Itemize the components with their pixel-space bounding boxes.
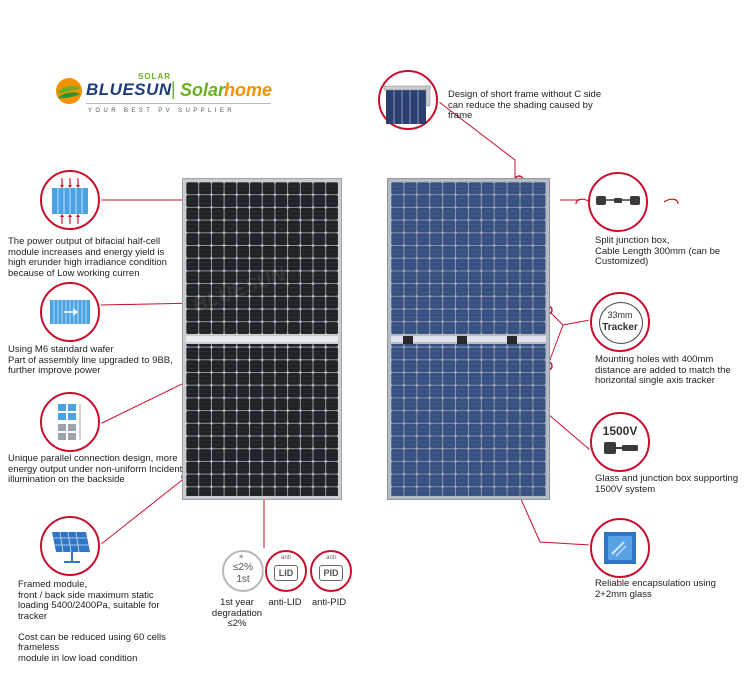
brand-underline [86, 103, 271, 104]
left-feature-3-text: Unique parallel connection design, more … [8, 453, 183, 485]
anti-lid-badge: anti LID [265, 550, 307, 592]
brand-header: SOLAR BLUESUN | Solar home YOUR BEST PV … [52, 68, 282, 120]
left-feature-2-circle [40, 282, 100, 342]
anti-pid-icon: PID [319, 565, 343, 581]
left-feature-3-circle [40, 392, 100, 452]
left-feature-2-text: Using M6 standard wafer Part of assembly… [8, 344, 173, 376]
framed-module-icon [52, 531, 90, 563]
degradation-bottom: 1st [236, 574, 250, 585]
left-feature-1-circle [40, 170, 100, 230]
right-feature-3-text: Mounting holes with 400mm distance are a… [595, 354, 731, 386]
1500v-connector-icon [604, 442, 638, 454]
wafer-cell-icon [50, 300, 90, 324]
tracker-badge-label: Tracker [602, 322, 638, 333]
bluesun-logo-icon [56, 78, 82, 104]
tracker-badge-value: 33mm [607, 310, 633, 320]
partner-suffix: home [224, 80, 273, 100]
left-feature-1-text: The power output of bifacial half-cell m… [8, 236, 167, 279]
right-feature-2-circle [588, 172, 648, 232]
degradation-caption: 1st year degradation ≤2% [211, 597, 263, 629]
back-panel [387, 178, 550, 500]
right-feature-4-circle: 1500V [590, 412, 650, 472]
left-feature-4-text: Framed module, front / back side maximum… [18, 579, 166, 664]
glass-encapsulation-icon [604, 532, 636, 564]
anti-lid-small: anti [281, 555, 291, 561]
left-feature-4-circle [40, 516, 100, 576]
right-feature-1-text: Design of short frame without C side can… [448, 89, 602, 121]
right-feature-2-text: Split junction box, Cable Length 300mm (… [595, 235, 721, 267]
brand-sup: SOLAR [138, 72, 171, 81]
brand-tagline: YOUR BEST PV SUPPLIER [88, 108, 235, 114]
tracker-icon [599, 302, 643, 344]
degradation-top: ≤2% [233, 562, 253, 573]
right-feature-1-circle [378, 70, 438, 130]
right-feature-3-circle: 33mm Tracker [590, 292, 650, 352]
brand-divider: | [171, 79, 176, 99]
1500v-badge-value: 1500V [602, 424, 638, 438]
brand-name: BLUESUN [86, 80, 172, 99]
front-panel: BLUESUN [182, 178, 342, 500]
bifacial-cell-icon [52, 178, 88, 224]
right-feature-4-text: Glass and junction box supporting 1500V … [595, 473, 739, 495]
right-feature-5-text: Reliable encapsulation using 2+2mm glass [595, 578, 716, 600]
degradation-badge: ☀ ≤2% 1st [222, 550, 264, 592]
anti-pid-badge: anti PID [310, 550, 352, 592]
anti-pid-small: anti [326, 555, 336, 561]
partner-prefix: Solar [180, 80, 226, 100]
anti-lid-caption: anti-LID [268, 597, 302, 608]
anti-pid-caption: anti-PID [311, 597, 347, 608]
parallel-connection-icon [58, 404, 81, 440]
front-panel-cells [186, 182, 338, 496]
right-feature-5-circle [590, 518, 650, 578]
back-panel-cells [391, 182, 546, 496]
anti-lid-icon: LID [274, 565, 298, 581]
short-frame-icon [383, 85, 431, 124]
junction-box-icon [596, 196, 640, 205]
junction-box-cable-icon [575, 198, 679, 205]
degradation-icon: ☀ [238, 554, 245, 561]
